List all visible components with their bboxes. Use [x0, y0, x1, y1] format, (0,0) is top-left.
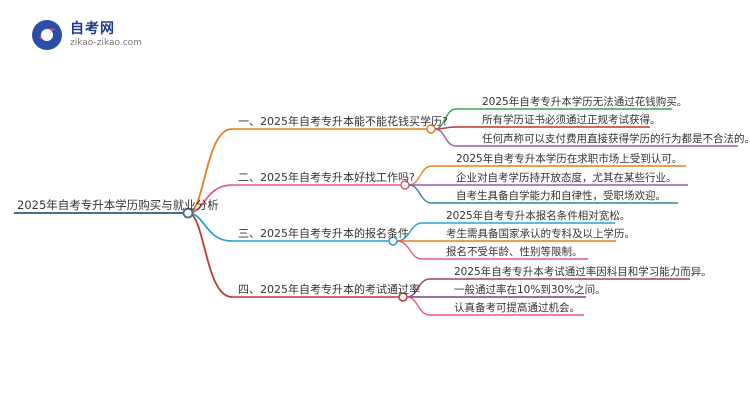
- site-logo: 自考网 zikao-zikao.com: [30, 16, 150, 56]
- root-topic: 2025年自考专升本学历购买与就业分析: [17, 198, 219, 212]
- branch-1-leaf: 任何声称可以支付费用直接获得学历的行为都是不合法的。: [482, 133, 750, 145]
- root-node: [182, 207, 194, 219]
- branch-4-leaf: 2025年自考专升本考试通过率因科目和学习能力而异。: [454, 266, 712, 278]
- logo-url: zikao-zikao.com: [70, 38, 142, 48]
- branch-3-leaf: 2025年自考专升本报名条件相对宽松。: [446, 210, 631, 222]
- branch-3-label: 三、2025年自考专升本的报名条件: [238, 227, 409, 240]
- branch-4-leaf: 一般通过率在10%到30%之间。: [454, 284, 606, 296]
- logo-mark-icon: [32, 20, 62, 50]
- branch-3-leaf: 报名不受年龄、性别等限制。: [446, 246, 583, 258]
- branch-3-leaf: 考生需具备国家承认的专科及以上学历。: [446, 228, 635, 240]
- branch-2-leaf: 2025年自考专升本学历在求职市场上受到认可。: [456, 153, 683, 165]
- branch-2-label: 二、2025年自考专升本好找工作吗?: [238, 171, 415, 184]
- branch-4-leaf: 认真备考可提高通过机会。: [454, 302, 580, 314]
- branch-4-label: 四、2025年自考专升本的考试通过率: [238, 283, 420, 296]
- logo-brand: 自考网: [70, 21, 115, 37]
- branch-2-leaf: 自考生具备自学能力和自律性，受职场欢迎。: [456, 190, 666, 202]
- root-to-branch-4: [187, 212, 233, 298]
- root-to-branch-1: [187, 128, 233, 214]
- branch-2-leaf: 企业对自考学历持开放态度，尤其在某些行业。: [456, 172, 677, 184]
- branch-1-leaf: 所有学历证书必须通过正规考试获得。: [482, 114, 661, 126]
- branch-1-leaf: 2025年自考专升本学历无法通过花钱购买。: [482, 96, 688, 108]
- branch-1-label: 一、2025年自考专升本能不能花钱买学历?: [238, 115, 448, 128]
